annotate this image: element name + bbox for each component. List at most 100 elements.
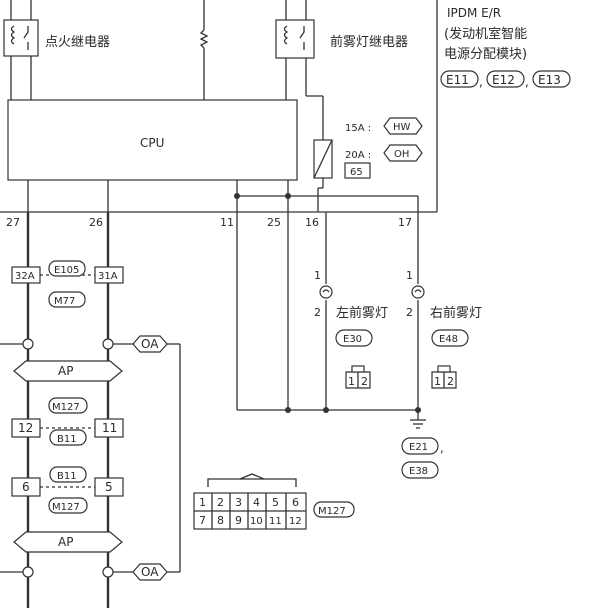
- fuse-code-oh: OH: [383, 144, 423, 162]
- left-lamp-icon: [319, 285, 333, 299]
- svg-text:E13: E13: [538, 73, 561, 87]
- oa-label-2: OA: [141, 565, 159, 579]
- conn-m127-a: M127: [52, 402, 80, 413]
- pin-11: 11: [220, 216, 234, 229]
- fuse-rating-15a: 15A :: [345, 123, 371, 134]
- ap-label-1: AP: [58, 364, 73, 378]
- left-lamp-conn: E30: [343, 334, 362, 345]
- left-lamp-pin2: 2: [314, 306, 321, 319]
- conn-m127-b: M127: [52, 502, 80, 513]
- ignition-relay: 点火继电器: [3, 0, 110, 100]
- left-fog-lamp: 1 2 左前雾灯 E30 1 2: [314, 269, 388, 389]
- resistor: [199, 0, 209, 100]
- ipdm-connector-e11: E11 ,: [440, 70, 483, 89]
- right-lamp-pin2: 2: [406, 306, 413, 319]
- signal-wires: [236, 212, 421, 413]
- svg-text:,: ,: [525, 75, 529, 89]
- fuse-code-hw: HW: [383, 117, 423, 135]
- svg-text:E11: E11: [446, 73, 469, 87]
- relay-coil-icon: [10, 25, 16, 45]
- fog-relay-switch-icon: [299, 26, 305, 50]
- oa-label-1: OA: [141, 337, 159, 351]
- fuse-rating-20a: 20A :: [345, 150, 371, 161]
- right-lamp-pin1: 1: [406, 269, 413, 282]
- m127-connector-face: 1 2 3 4 5 6 7 8 9 10 11 12 M127: [193, 473, 355, 530]
- right-lamp-icon: [411, 285, 425, 299]
- ipdm-pin-labels: 27 26 11 25 16 17: [6, 216, 412, 229]
- front-fog-relay: 前雾灯继电器: [275, 0, 408, 140]
- relay-switch-icon: [23, 26, 29, 50]
- right-lamp-name: 右前雾灯: [430, 305, 482, 321]
- conn-31a: 31A: [98, 271, 118, 282]
- svg-text:2: 2: [361, 375, 368, 388]
- svg-text:4: 4: [253, 496, 260, 509]
- ipdm-desc-line2: 电源分配模块): [444, 47, 527, 62]
- svg-text:8: 8: [217, 514, 224, 527]
- ipdm-name: IPDM E/R: [447, 6, 501, 20]
- svg-text:12: 12: [289, 516, 302, 527]
- ignition-relay-label: 点火继电器: [45, 35, 110, 50]
- pin-6-label: 6: [22, 480, 30, 494]
- pin-12-label: 12: [18, 421, 33, 435]
- ground: E21 , E38: [401, 410, 444, 479]
- fog-relay-coil-icon: [283, 25, 289, 45]
- svg-text:OH: OH: [394, 149, 409, 160]
- ipdm-desc-line1: (发动机室智能: [444, 26, 527, 42]
- svg-text:10: 10: [250, 516, 263, 527]
- svg-text:9: 9: [235, 514, 242, 527]
- right-lamp-conn: E48: [439, 334, 458, 345]
- right-fog-lamp: 1 2 右前雾灯 E48 1 2: [406, 269, 482, 389]
- svg-text:E12: E12: [492, 73, 515, 87]
- ipdm-connector-list: E11 , E12 , E13: [440, 70, 571, 89]
- conn-32a: 32A: [15, 271, 35, 282]
- svg-text:1: 1: [434, 375, 441, 388]
- pin-27: 27: [6, 216, 20, 229]
- splice-upper: OA: [0, 335, 181, 572]
- pin-11-label: 11: [102, 421, 117, 435]
- svg-text:2: 2: [217, 496, 224, 509]
- svg-text:1: 1: [348, 375, 355, 388]
- ground-conn-e38: E38: [409, 466, 428, 477]
- left-lamp-name: 左前雾灯: [336, 305, 388, 321]
- connector-12-11: 12 11 M127 B11: [11, 397, 124, 446]
- conn-e105: E105: [54, 265, 79, 276]
- cpu-label: CPU: [140, 136, 164, 150]
- pin-5-label: 5: [105, 480, 113, 494]
- svg-text:5: 5: [272, 496, 279, 509]
- splice-lower: OA: [0, 563, 180, 581]
- ipdm-connector-e12: E12 ,: [486, 70, 529, 89]
- conn-b11-b: B11: [57, 471, 77, 482]
- connector-32a-31a: 32A 31A E105 M77: [11, 260, 124, 308]
- pin-17: 17: [398, 216, 412, 229]
- ipdm-connector-e13: E13: [532, 70, 571, 88]
- ground-icon: [410, 419, 426, 429]
- ground-conn-e21: E21: [409, 442, 428, 453]
- internal-wiring: [27, 180, 419, 212]
- fuse-number: 65: [350, 167, 363, 178]
- conn-m77: M77: [54, 296, 75, 307]
- svg-text:,: ,: [440, 441, 444, 455]
- connector-6-5: 6 5 B11 M127: [11, 466, 124, 514]
- pin-26: 26: [89, 216, 103, 229]
- svg-text:1: 1: [199, 496, 206, 509]
- conn-b11-a: B11: [57, 434, 77, 445]
- svg-text:HW: HW: [393, 122, 411, 133]
- ipdm-module: IPDM E/R (发动机室智能 电源分配模块): [0, 0, 527, 213]
- svg-text:3: 3: [235, 496, 242, 509]
- ap-label-2: AP: [58, 535, 73, 549]
- cpu-block: CPU: [7, 99, 298, 181]
- fuse-65: 15A : HW 20A : OH 65: [313, 117, 423, 212]
- svg-text:11: 11: [269, 516, 282, 527]
- ap-bus-1: AP: [13, 360, 123, 382]
- left-lamp-pin1: 1: [314, 269, 321, 282]
- front-fog-relay-label: 前雾灯继电器: [330, 34, 408, 50]
- svg-text:7: 7: [199, 514, 206, 527]
- resistor-icon: [199, 29, 209, 49]
- ap-bus-2: AP: [13, 531, 123, 553]
- svg-text:6: 6: [292, 496, 299, 509]
- pin-25: 25: [267, 216, 281, 229]
- pin-16: 16: [305, 216, 319, 229]
- svg-text:,: ,: [479, 75, 483, 89]
- m127-face-label: M127: [318, 506, 346, 517]
